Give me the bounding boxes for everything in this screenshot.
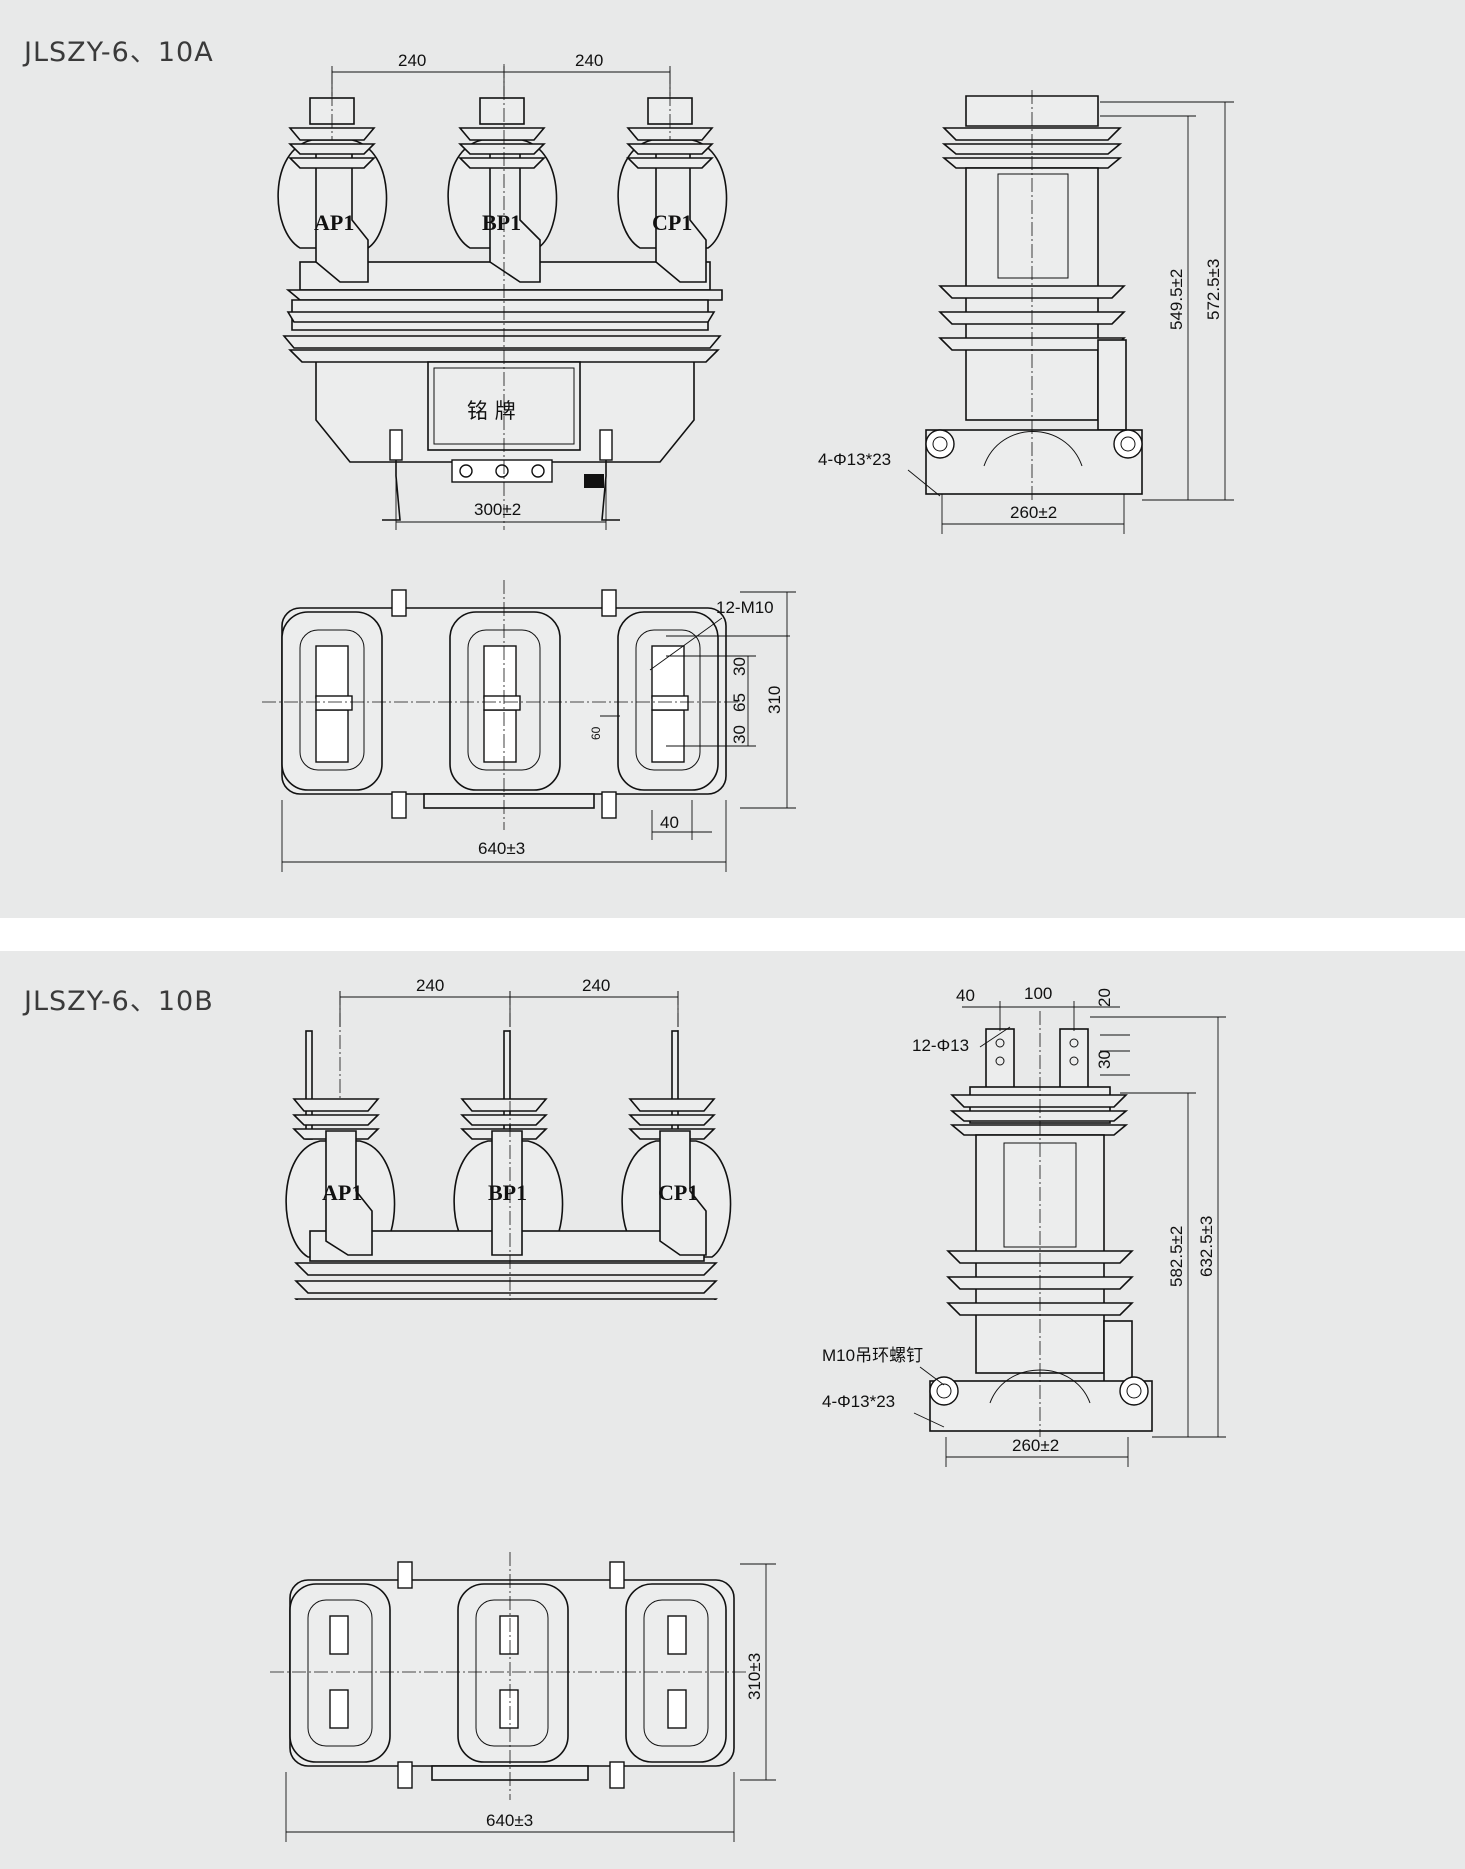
side-dim-100: 100 (1024, 984, 1052, 1003)
drawing-model-a: 240 240 300±2 AP1 BP1 CP1 铭 牌 (262, 51, 1234, 872)
side-view (907, 90, 1234, 534)
phase-label-a: AP1 (314, 210, 354, 235)
phase-label-c: CP1 (658, 1180, 698, 1205)
top-dim-30b: 30 (730, 725, 749, 744)
side-dim-30: 30 (1095, 1050, 1114, 1069)
top-dim-65: 65 (730, 693, 749, 712)
side-dim-base: 260±2 (1012, 1436, 1059, 1455)
side-dim-20: 20 (1095, 988, 1114, 1007)
side-hole-note: 4-Φ13*23 (818, 450, 891, 469)
model-title: JLSZY-6、10A (24, 37, 214, 68)
dim-spacing-left: 240 (398, 51, 426, 70)
nameplate-label: 铭 牌 (472, 1370, 521, 1394)
side-view (913, 1001, 1226, 1467)
model-title: JLSZY-6、10B (24, 986, 214, 1017)
side-dim-inner: 549.5±2 (1167, 269, 1186, 330)
side-dim-inner: 582.5±2 (1167, 1226, 1186, 1287)
phase-label-a: AP1 (322, 1180, 362, 1205)
nameplate-label: 铭 牌 (467, 399, 516, 423)
top-thread-note: 12-M10 (716, 598, 774, 617)
side-dim-base: 260±2 (1010, 503, 1057, 522)
front-view (277, 64, 728, 530)
side-dim-outer: 632.5±3 (1197, 1216, 1216, 1277)
panel-model-a: JLSZY-6、10A (0, 0, 1465, 918)
dim-spacing-right: 240 (582, 976, 610, 995)
side-dim-40: 40 (956, 986, 975, 1005)
top-dim-60: 60 (589, 726, 603, 740)
side-eyebolt-note: M10吊环螺钉 (822, 1346, 923, 1365)
top-dim-310: 310 (765, 686, 784, 714)
side-hole-note: 4-Φ13*23 (822, 1392, 895, 1411)
side-hole-note-top: 12-Φ13 (912, 1036, 969, 1055)
phase-label-c: CP1 (652, 210, 692, 235)
drawing-model-b: 240 240 300±2 AP1 BP1 CP1 铭 牌 (285, 976, 1226, 1501)
dim-spacing-left: 240 (416, 976, 444, 995)
top-dim-30a: 30 (730, 657, 749, 676)
dim-mount: 300±2 (478, 1470, 525, 1489)
dim-mount: 300±2 (474, 500, 521, 519)
top-view (262, 580, 796, 872)
phase-label-b: BP1 (488, 1180, 527, 1205)
dim-spacing-right: 240 (575, 51, 603, 70)
top-dim-40: 40 (660, 813, 679, 832)
front-view (285, 991, 732, 1501)
top-dim-width: 640±3 (478, 839, 525, 858)
phase-label-b: BP1 (482, 210, 521, 235)
panel-model-b: JLSZY-6、10B (0, 951, 1465, 1869)
side-dim-outer: 572.5±3 (1204, 259, 1223, 320)
